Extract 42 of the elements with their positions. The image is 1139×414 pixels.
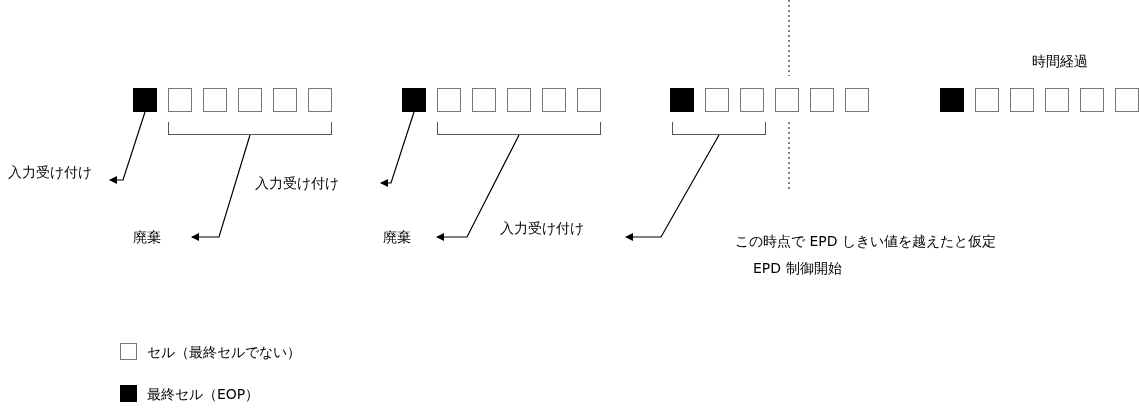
cell [1080, 88, 1104, 112]
cell [1010, 88, 1034, 112]
cell [203, 88, 227, 112]
cell [705, 88, 729, 112]
note-text: EPD 制御開始 [753, 259, 842, 278]
note-text: この時点で EPD しきい値を越えたと仮定 [735, 232, 996, 251]
note-text: 時間経過 [1032, 52, 1088, 71]
last-cell [402, 88, 426, 112]
cell [1115, 88, 1139, 112]
label-text: 入力受け付け [500, 218, 626, 242]
cell [810, 88, 834, 112]
leader-line [436, 134, 520, 241]
cell [437, 88, 461, 112]
leader-line [380, 111, 415, 187]
cell [238, 88, 262, 112]
legend-text: 最終セル（EOP） [147, 385, 260, 404]
cell [975, 88, 999, 112]
cell [507, 88, 531, 112]
cell [168, 88, 192, 112]
bracket [168, 122, 332, 135]
leader-line [191, 134, 251, 241]
cell [740, 88, 764, 112]
last-cell [133, 88, 157, 112]
bracket [437, 122, 601, 135]
last-cell [670, 88, 694, 112]
legend-text: セル（最終セルでない） [147, 343, 301, 362]
cell [472, 88, 496, 112]
leader-line [625, 134, 720, 241]
label-text: 入力受け付け [255, 173, 381, 193]
bracket [672, 122, 766, 135]
cell [1045, 88, 1069, 112]
cell [577, 88, 601, 112]
leader-line [109, 111, 146, 184]
cell [273, 88, 297, 112]
cell [775, 88, 799, 112]
label-text: 廃棄 [133, 227, 192, 247]
cell [845, 88, 869, 112]
cell [542, 88, 566, 112]
cell [308, 88, 332, 112]
label-text: 廃棄 [383, 227, 437, 247]
last-cell [940, 88, 964, 112]
label-text: 入力受け付け [8, 160, 110, 184]
